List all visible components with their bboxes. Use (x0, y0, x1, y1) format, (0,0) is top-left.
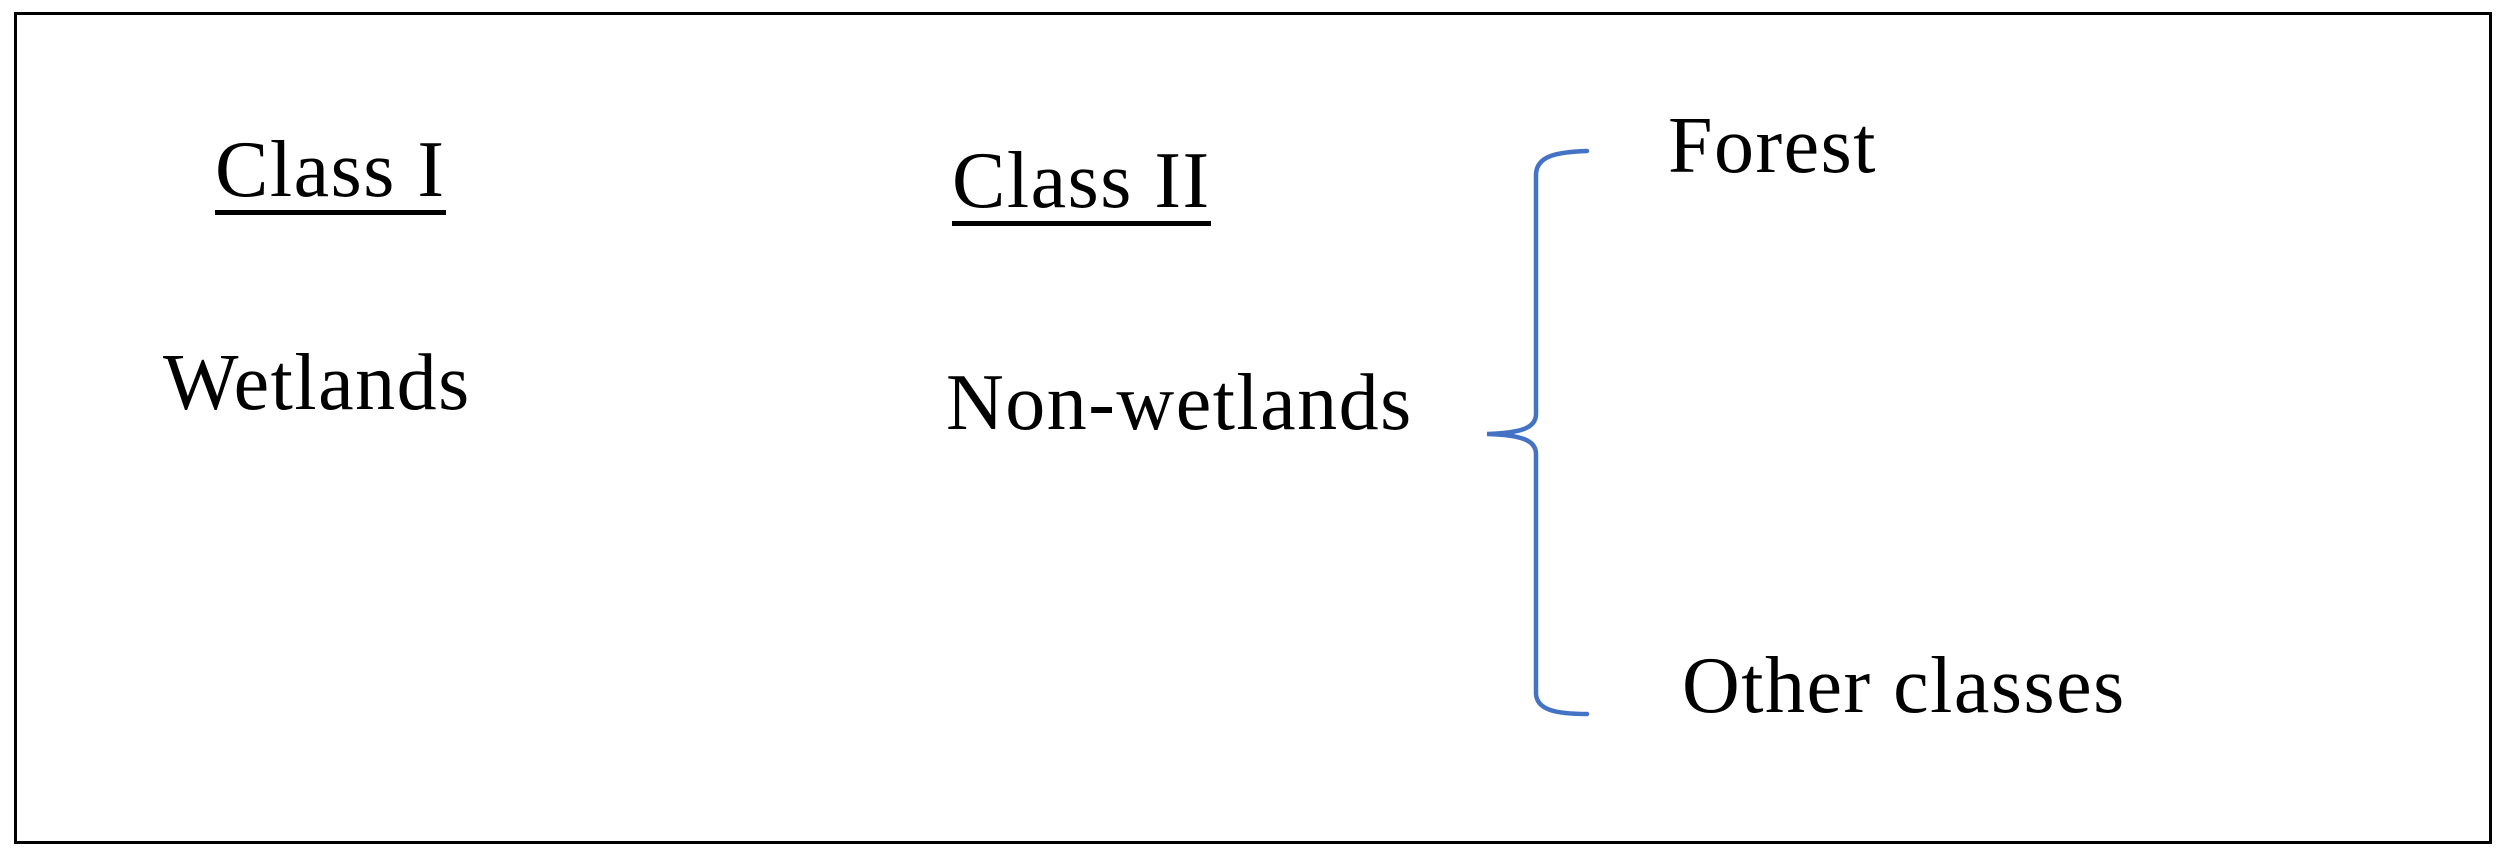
figure-border (14, 12, 2492, 844)
class2-heading: Class II (952, 141, 1211, 226)
class1-heading: Class I (215, 130, 446, 215)
class2-item-non-wetlands: Non-wetlands (946, 359, 1413, 447)
class1-heading-text: Class I (215, 126, 446, 215)
class2-subitem-forest: Forest (1668, 102, 1877, 190)
class1-item-wetlands: Wetlands (163, 339, 471, 427)
class2-subitem-other-classes: Other classes (1682, 642, 2126, 730)
class2-heading-text: Class II (952, 137, 1211, 226)
